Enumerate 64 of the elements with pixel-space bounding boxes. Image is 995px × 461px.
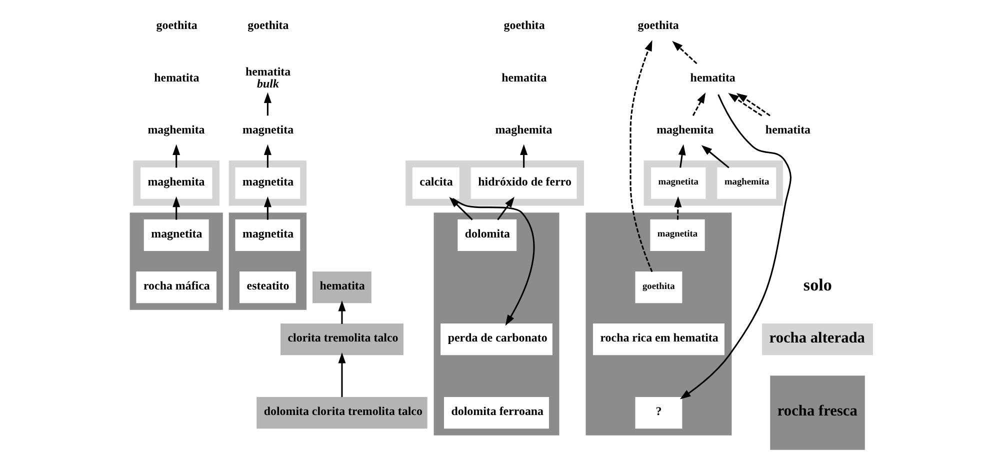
- node-box: perda de carbonato: [440, 324, 552, 356]
- node-text: maghemita: [494, 122, 552, 136]
- node-box: clorita tremolita talco: [280, 324, 403, 356]
- arrow: [692, 92, 706, 116]
- node-box: rocha fresca: [770, 376, 864, 450]
- cluster: [129, 212, 222, 310]
- node-box: rocha rica em hematita: [592, 324, 724, 356]
- node-box: maghemita: [716, 167, 776, 199]
- cluster: [433, 212, 559, 436]
- node-text: goethita: [247, 18, 288, 32]
- node-text: goethita: [637, 18, 678, 32]
- arrow: [672, 40, 697, 64]
- arrow: [629, 40, 652, 272]
- arrow: [674, 196, 682, 220]
- node-box: hematita: [312, 271, 371, 304]
- cluster: [228, 160, 306, 206]
- node-box: goethita: [634, 271, 682, 304]
- node-box: hidróxido de ferro: [470, 167, 576, 199]
- node-box: magnetita: [650, 219, 704, 251]
- arrow: [448, 197, 472, 220]
- node-box: calcita: [412, 167, 459, 199]
- node-box: rocha máfica: [136, 271, 216, 304]
- arrow: [338, 300, 346, 324]
- node-text: maghemita: [656, 122, 714, 136]
- node-text: goethita: [156, 18, 197, 32]
- node-text: goethita: [503, 18, 544, 32]
- arrow: [728, 93, 762, 116]
- node-box: rocha alterada: [762, 324, 873, 356]
- arrow: [172, 196, 180, 220]
- node-box: ?: [634, 396, 682, 429]
- cluster: [643, 160, 782, 206]
- node-box: dolomita clorita tremolita talco: [256, 396, 427, 429]
- cluster: [228, 212, 306, 310]
- node-text: hematita: [154, 70, 199, 84]
- node-box: magnetita: [234, 167, 300, 199]
- node-text: hematita: [501, 70, 546, 84]
- node-box: maghemita: [140, 167, 212, 199]
- node-box: dolomita: [457, 219, 516, 251]
- node-text: magnetita: [242, 122, 294, 136]
- node-box: dolomita ferroana: [444, 396, 549, 429]
- node-box: magnetita: [234, 219, 300, 251]
- node-box: esteatito: [239, 271, 296, 304]
- cluster: [405, 160, 584, 206]
- node-text: solo: [802, 276, 832, 295]
- arrow: [263, 196, 271, 220]
- arrow: [520, 144, 528, 168]
- arrow: [452, 198, 534, 326]
- arrow: [496, 196, 514, 220]
- arrow: [736, 93, 770, 116]
- arrow: [679, 94, 791, 400]
- arrow: [263, 144, 271, 168]
- arrow: [172, 144, 180, 168]
- cluster: [585, 212, 732, 436]
- node-text: maghemita: [147, 122, 204, 136]
- arrow: [263, 92, 271, 116]
- node-text: hematita bulk: [245, 64, 290, 91]
- cluster: [132, 160, 219, 206]
- arrow: [700, 145, 729, 168]
- node-box: magnetita: [650, 167, 706, 199]
- node-text: hematita: [764, 122, 810, 136]
- node-box: magnetita: [143, 219, 208, 251]
- node-text: hematita: [690, 70, 735, 84]
- arrow: [678, 144, 686, 168]
- arrow: [338, 352, 346, 398]
